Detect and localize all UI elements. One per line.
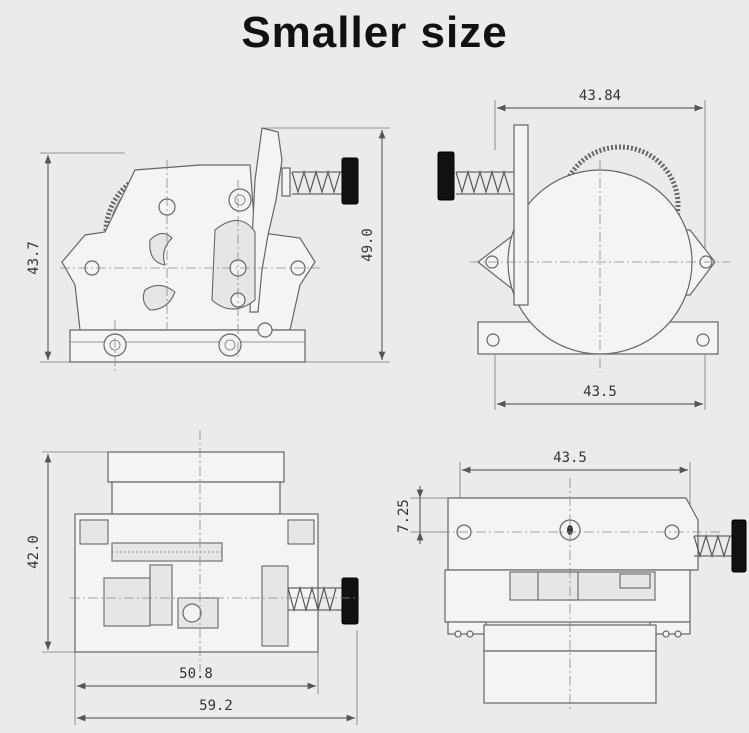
dim-front-total-height: 49.0 <box>360 228 376 262</box>
tension-spring-bottom <box>287 577 359 625</box>
dim-top-offset: 7.25 <box>396 499 412 533</box>
dim-bottom-width-inner: 50.8 <box>179 666 213 682</box>
dim-front-height: 43.7 <box>26 241 42 275</box>
dim-bottom-height: 42.0 <box>26 535 42 569</box>
tension-spring <box>281 157 359 205</box>
dim-side-width-top: 43.84 <box>579 88 621 104</box>
dim-side-width-bottom: 43.5 <box>583 384 617 400</box>
bottom-view: 42.0 50.8 59.2 <box>26 430 360 725</box>
tension-spring-top <box>693 519 747 573</box>
tension-spring-side <box>437 151 514 201</box>
dim-top-width: 43.5 <box>553 450 587 466</box>
page-title: Smaller size <box>241 8 508 57</box>
dim-bottom-width-outer: 59.2 <box>199 698 233 714</box>
front-view: 43.7 49.0 <box>26 127 390 372</box>
side-view: 43.84 43.5 <box>437 88 730 410</box>
top-view: 43.5 7.25 <box>396 450 747 712</box>
